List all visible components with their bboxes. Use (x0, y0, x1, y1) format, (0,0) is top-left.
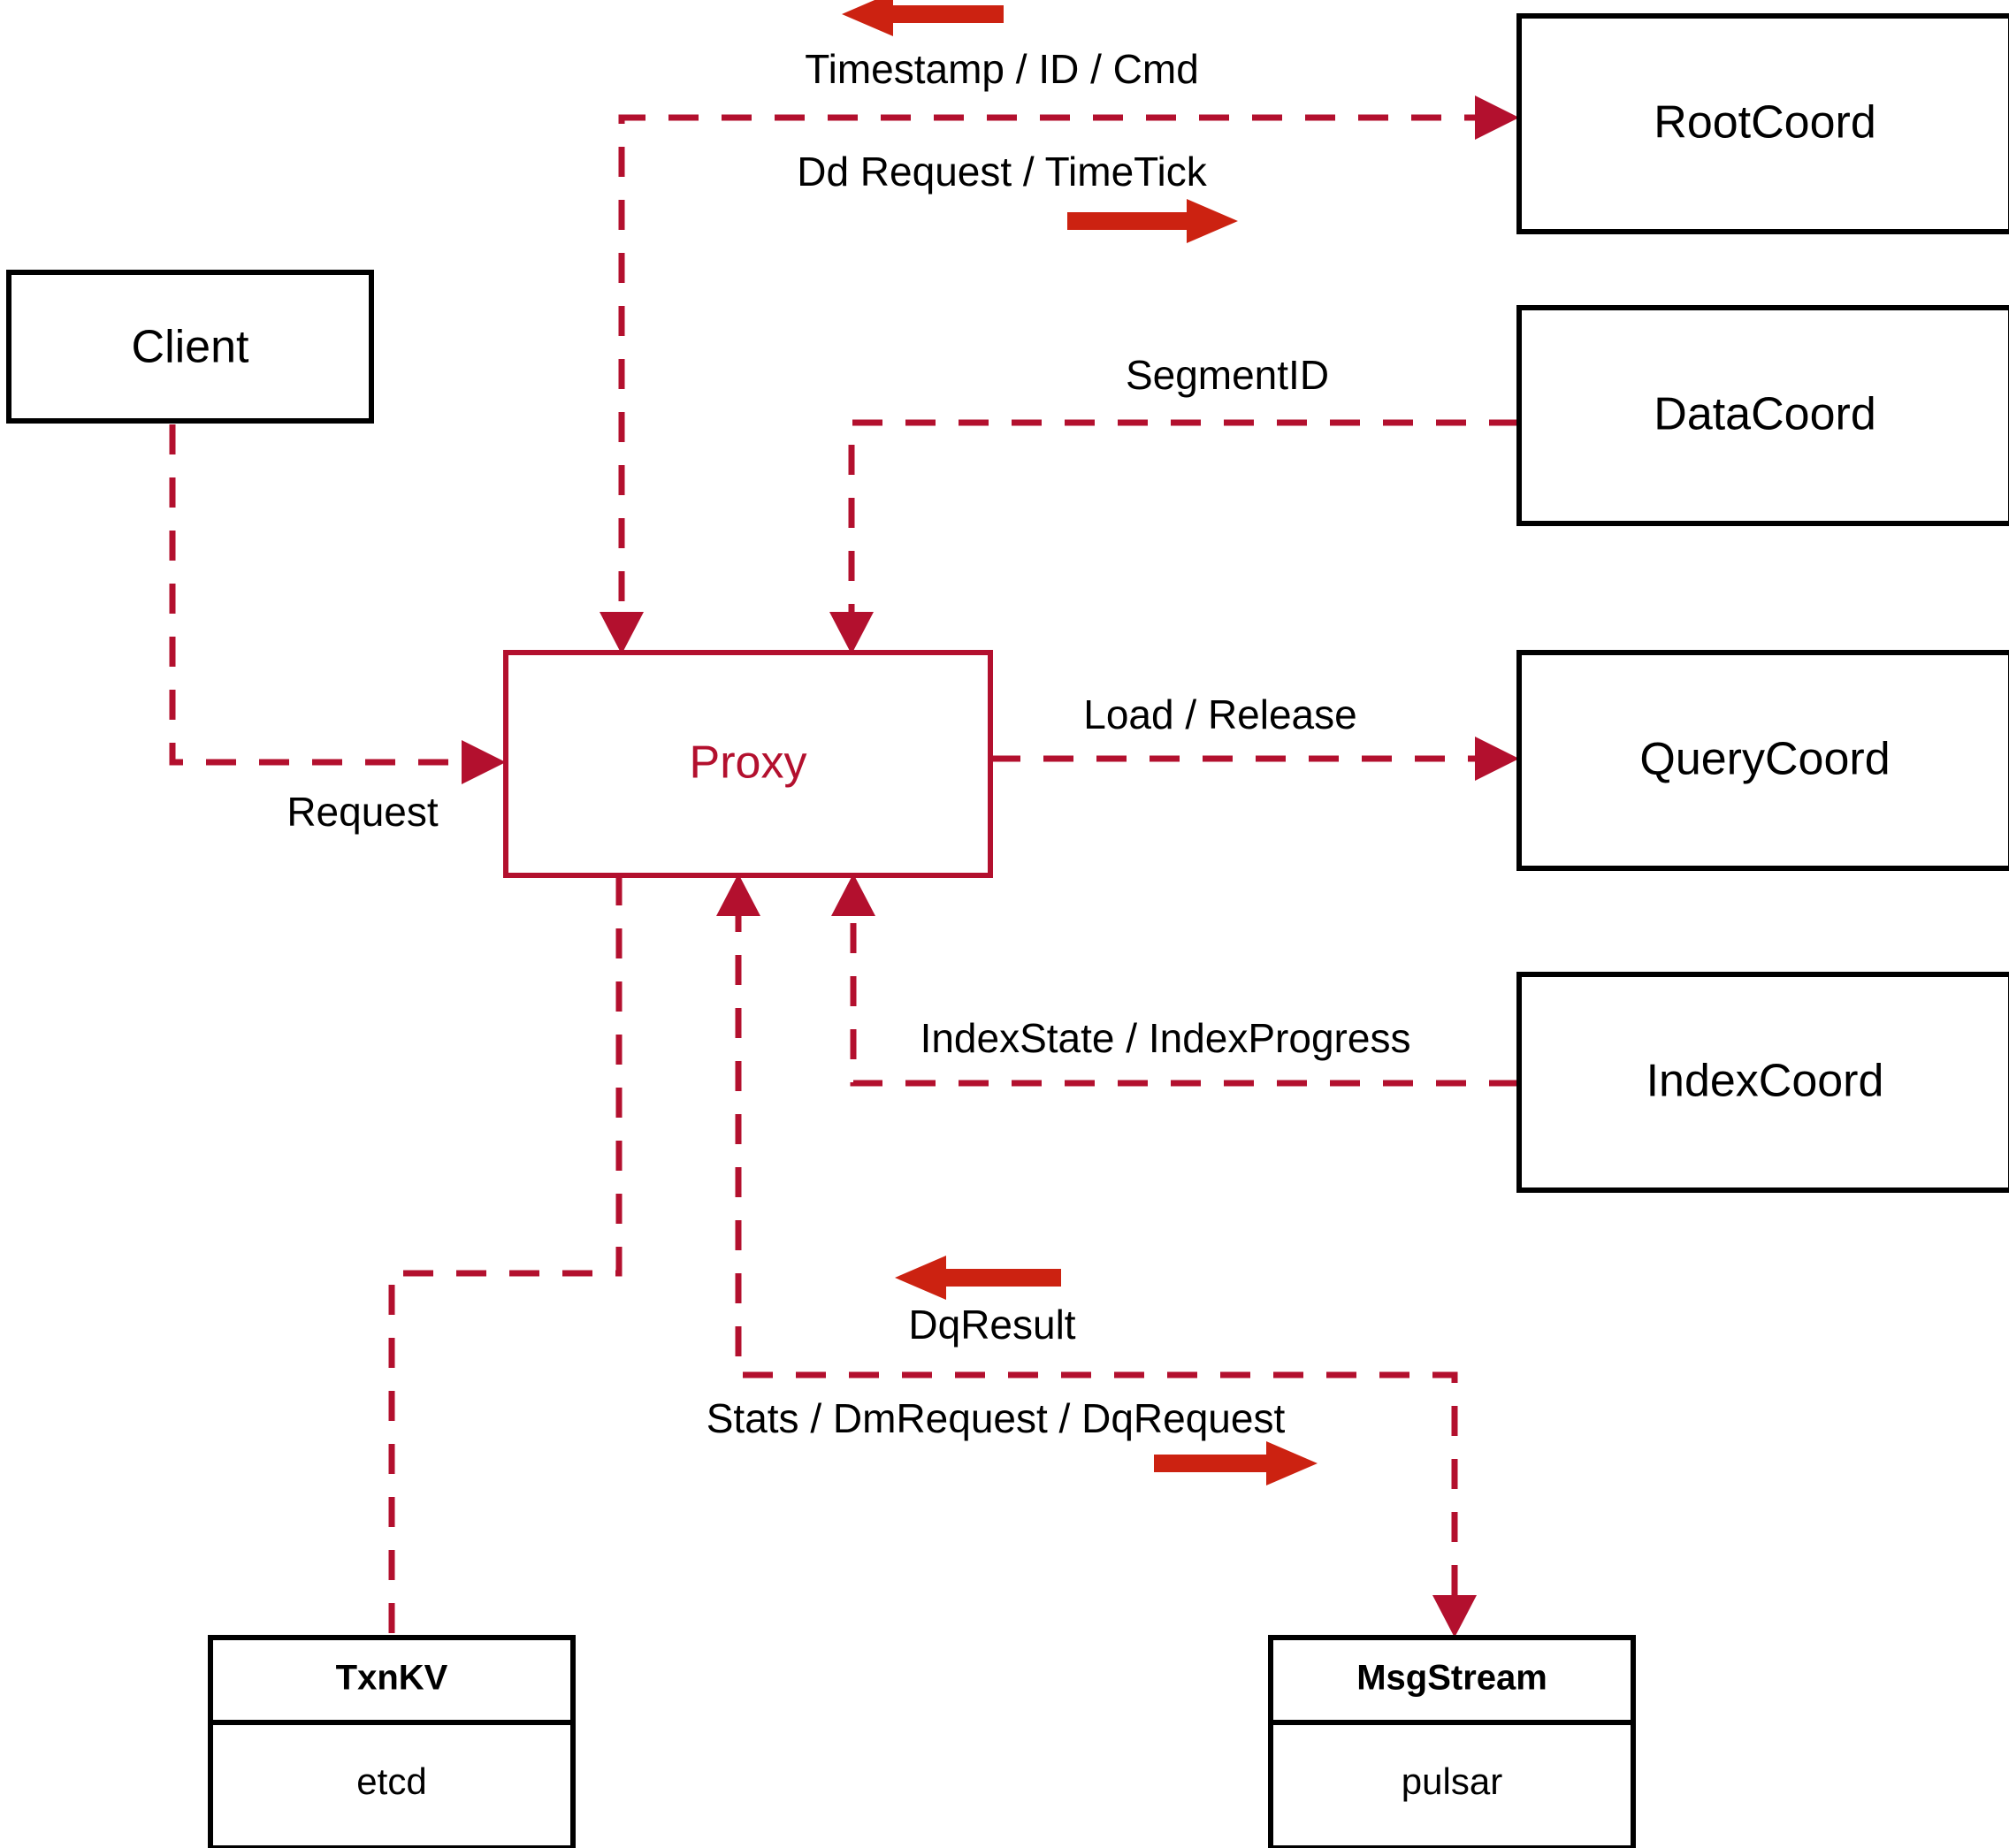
node-datacoord-label: DataCoord (1654, 389, 1875, 440)
node-rootcoord-box (1516, 13, 2009, 234)
direction-arrow-dmrequest-right (1154, 1441, 1318, 1485)
edge-indexcoord-to-proxy (831, 874, 1519, 1087)
edge-rootcoord-to-proxy (600, 114, 1494, 654)
edge-label-stats-dmrequest-dqrequest: Stats / DmRequest / DqRequest (707, 1395, 1286, 1441)
node-client[interactable]: Client (6, 270, 374, 424)
node-msgstream-body: pulsar (1402, 1760, 1502, 1802)
node-txnkv[interactable]: TxnKV etcd (208, 1635, 576, 1848)
node-proxy-label: Proxy (690, 737, 807, 789)
edge-label-timestamp-id-cmd: Timestamp / ID / Cmd (805, 46, 1199, 92)
edge-label-segmentid: SegmentID (1126, 352, 1329, 398)
edge-proxy-to-rootcoord (1475, 95, 1519, 140)
edge-indexcoord-to-proxy-arrowhead (831, 874, 875, 916)
edge-proxy-to-msgstream-arrowhead (1432, 1595, 1477, 1638)
node-rootcoord-label: RootCoord (1654, 97, 1875, 149)
edge-proxy-to-rootcoord-arrowhead (1475, 95, 1519, 140)
node-indexcoord-box (1516, 972, 2009, 1193)
edge-rootcoord-to-proxy-line (618, 114, 1494, 624)
edge-proxy-to-msgstream (716, 874, 1477, 1638)
node-msgstream-box (1268, 1635, 1636, 1848)
node-client-label: Client (132, 322, 249, 373)
edge-msgstream-to-proxy-arrowhead (716, 874, 760, 916)
edge-proxy-to-querycoord (990, 737, 1519, 781)
direction-arrow-timestamp-left (842, 0, 1004, 36)
edge-label-request: Request (286, 789, 439, 835)
node-txnkv-body: etcd (356, 1760, 426, 1802)
edge-datacoord-to-proxy-arrowhead (829, 612, 874, 654)
node-indexcoord-label: IndexCoord (1646, 1056, 1884, 1107)
node-txnkv-title: TxnKV (336, 1659, 448, 1698)
edge-label-dd-request-timetick: Dd Request / TimeTick (797, 149, 1208, 195)
node-datacoord[interactable]: DataCoord (1516, 305, 2009, 526)
node-client-box (6, 270, 374, 424)
node-msgstream-title: MsgStream (1356, 1659, 1547, 1698)
edge-label-dqresult: DqResult (908, 1302, 1075, 1348)
edge-indexcoord-to-proxy-line (850, 902, 1519, 1087)
node-querycoord-box (1516, 650, 2009, 871)
edge-client-to-proxy-line (169, 424, 477, 766)
node-txnkv-box (208, 1635, 576, 1848)
edge-client-to-proxy-arrowhead (462, 740, 506, 784)
edge-proxy-to-msgstream-line (735, 902, 1458, 1609)
edge-proxy-to-querycoord-arrowhead (1475, 737, 1519, 781)
direction-arrow-ddrequest-right (1067, 199, 1238, 243)
node-indexcoord[interactable]: IndexCoord (1516, 972, 2009, 1193)
node-querycoord[interactable]: QueryCoord (1516, 650, 2009, 871)
node-proxy-box (503, 650, 993, 878)
node-proxy[interactable]: Proxy (503, 650, 993, 878)
direction-arrow-dqresult-left (895, 1256, 1061, 1300)
edge-label-indexstate-indexprogress: IndexState / IndexProgress (920, 1015, 1411, 1061)
edge-datacoord-to-proxy-line (848, 419, 1519, 624)
edge-client-to-proxy (169, 424, 506, 784)
edge-proxy-to-txnkv-line (388, 875, 623, 1638)
node-rootcoord[interactable]: RootCoord (1516, 13, 2009, 234)
node-datacoord-box (1516, 305, 2009, 526)
edge-label-load-release: Load / Release (1083, 691, 1356, 737)
edge-datacoord-to-proxy (829, 419, 1519, 654)
node-querycoord-label: QueryCoord (1639, 734, 1890, 785)
edge-proxy-to-txnkv (388, 875, 623, 1638)
node-msgstream[interactable]: MsgStream pulsar (1268, 1635, 1636, 1848)
edge-rootcoord-to-proxy-arrowhead (600, 612, 644, 654)
